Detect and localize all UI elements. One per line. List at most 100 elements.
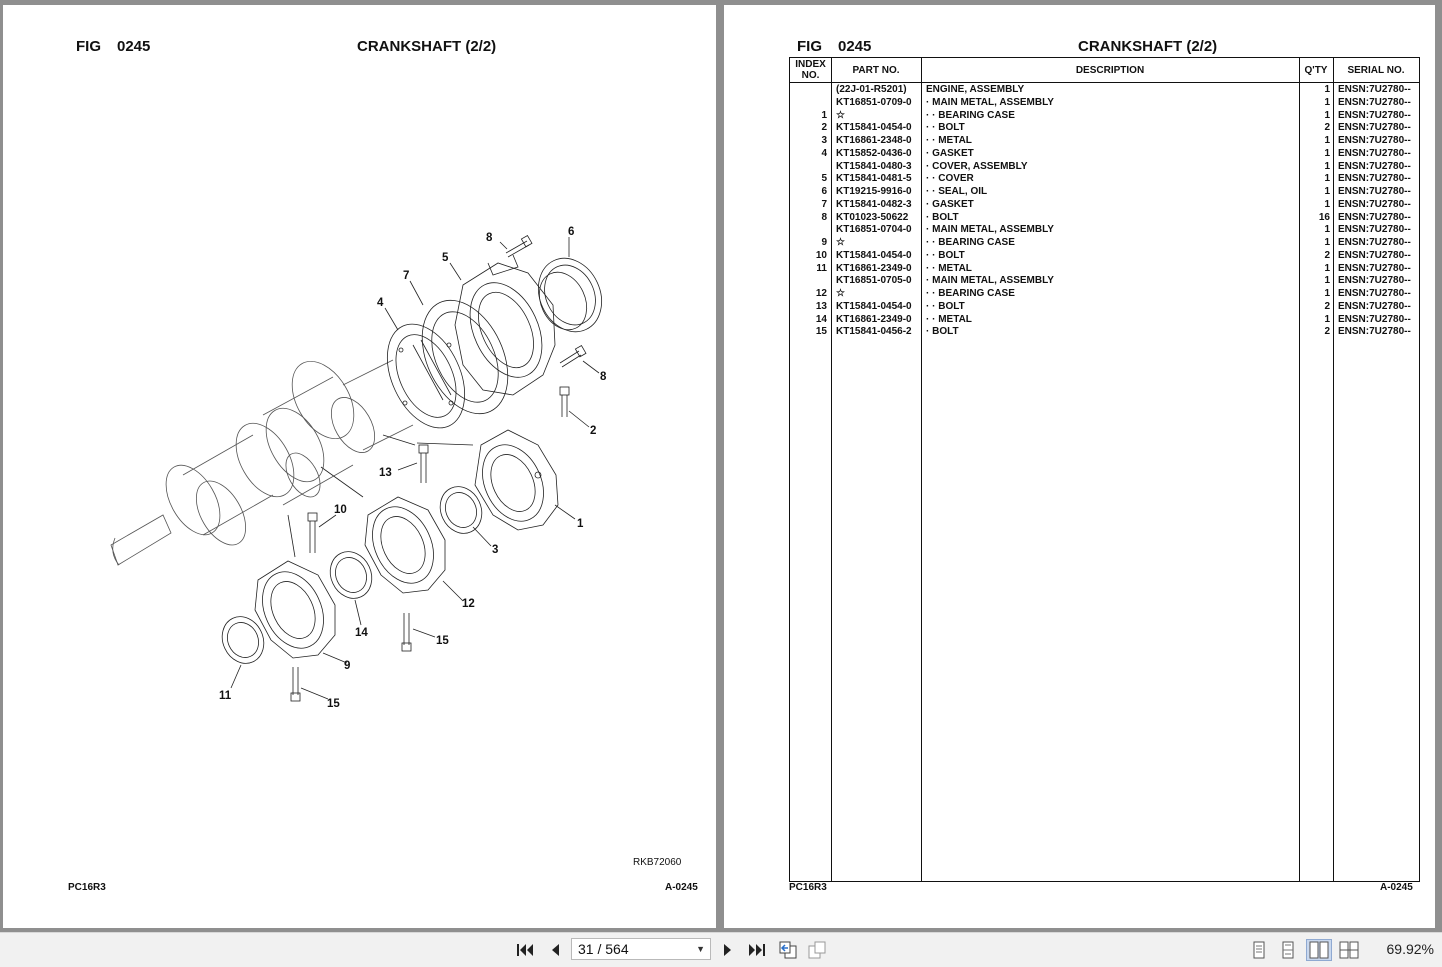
continuous-icon: [1282, 941, 1294, 959]
parts-table: INDEX NO. PART NO. DESCRIPTION Q'TY SERI…: [789, 57, 1420, 882]
description-cell: · · BEARING CASE: [926, 109, 1015, 121]
next-page-button[interactable]: [717, 939, 739, 961]
qty-cell: 1: [1324, 96, 1330, 108]
prev-page-icon: [552, 944, 559, 956]
part-no-cell: ☆: [836, 109, 845, 121]
last-page-button[interactable]: [746, 939, 768, 961]
serial-no-cell: ENSN:7U2780--: [1338, 135, 1411, 146]
index-cell: 5: [821, 173, 827, 185]
serial-no-cell: ENSN:7U2780--: [1338, 326, 1411, 338]
next-view-button[interactable]: [806, 939, 828, 961]
page-number-input[interactable]: 31 / 564 ▼: [571, 938, 711, 960]
bolt-10-drawing: [307, 512, 318, 553]
description-cell: · · COVER: [926, 173, 974, 185]
leader-lines: [230, 237, 600, 700]
single-page-view-button[interactable]: [1248, 939, 1270, 961]
qty-cell: 1: [1324, 186, 1330, 197]
part-no-cell: KT15841-0456-2: [836, 326, 912, 338]
previous-page-button[interactable]: [544, 939, 566, 961]
callout-2: 2: [590, 425, 596, 437]
qty-cell: 1: [1324, 160, 1330, 172]
serial-no-cell: ENSN:7U2780--: [1338, 211, 1411, 223]
part-no-cell: KT16851-0709-0: [836, 96, 912, 108]
part-no-cell: KT19215-9916-0: [836, 186, 912, 197]
bolt-15-bottom-drawing: [290, 667, 301, 702]
facing-view-button[interactable]: [1306, 939, 1332, 961]
continuous-view-button[interactable]: [1277, 939, 1299, 961]
model-code: PC16R3: [789, 882, 827, 893]
description-cell: · · BOLT: [926, 300, 965, 312]
part-no-cell: KT16851-0705-0: [836, 275, 912, 287]
continuous-facing-view-button[interactable]: [1338, 939, 1360, 961]
fig-label: FIG: [76, 38, 101, 55]
description-cell: ENGINE, ASSEMBLY: [926, 84, 1025, 95]
part-no-cell: KT15852-0436-0: [836, 147, 912, 159]
index-cell: 9: [821, 237, 827, 248]
drawing-reference: RKB72060: [633, 857, 682, 868]
qty-cell: 1: [1324, 313, 1330, 325]
right-page: FIG 0245 CRANKSHAFT (2/2) INDEX NO. PART…: [724, 5, 1435, 928]
callout-13: 13: [379, 467, 392, 479]
index-cell: 7: [821, 198, 827, 210]
callout-4: 4: [377, 297, 384, 309]
first-page-icon: [517, 944, 533, 956]
serial-no-cell: ENSN:7U2780--: [1338, 122, 1411, 134]
serial-no-cell: ENSN:7U2780--: [1338, 186, 1411, 197]
first-page-button[interactable]: [514, 939, 536, 961]
single-page-icon: [1253, 941, 1265, 959]
part-no-cell: KT15841-0454-0: [836, 300, 912, 312]
qty-cell: 2: [1324, 122, 1330, 134]
fig-number: 0245: [117, 38, 151, 55]
description-cell: · GASKET: [926, 147, 974, 159]
qty-cell: 2: [1324, 249, 1330, 261]
qty-cell: 1: [1324, 237, 1330, 248]
index-cell: 11: [816, 262, 827, 274]
serial-no-cell: ENSN:7U2780--: [1338, 96, 1411, 108]
qty-cell: 1: [1324, 173, 1330, 185]
index-cell: 14: [815, 313, 827, 325]
header-index: INDEX NO.: [795, 59, 826, 81]
crankshaft-drawing: [110, 359, 414, 566]
index-cell: 13: [815, 300, 827, 312]
fig-label: FIG: [797, 38, 822, 55]
qty-cell: 1: [1324, 262, 1330, 274]
description-cell: · BOLT: [926, 326, 959, 338]
qty-cell: 1: [1324, 147, 1330, 159]
gasket-7-drawing: [421, 299, 509, 415]
serial-no-cell: ENSN:7U2780--: [1338, 313, 1411, 325]
serial-no-cell: ENSN:7U2780--: [1338, 224, 1411, 236]
callout-11: 11: [219, 690, 232, 702]
serial-no-cell: ENSN:7U2780--: [1338, 288, 1411, 299]
viewer-toolbar: 31 / 564 ▼ 69.92%: [0, 932, 1442, 967]
part-no-cell: KT15841-0481-5: [836, 173, 912, 185]
page-title: CRANKSHAFT (2/2): [1078, 38, 1218, 55]
table-row: KT16851-0709-0 · MAIN METAL, ASSEMBLY 1 ENS…: [790, 97, 1419, 110]
zoom-level[interactable]: 69.92%: [1386, 941, 1434, 957]
serial-no-cell: ENSN:7U2780--: [1338, 84, 1411, 95]
description-cell: · · SEAL, OIL: [926, 186, 988, 197]
description-cell: · · BOLT: [926, 122, 965, 134]
description-cell: · MAIN METAL, ASSEMBLY: [926, 96, 1054, 108]
callout-8-top: 8: [486, 232, 493, 244]
serial-no-cell: ENSN:7U2780--: [1338, 147, 1411, 159]
callout-14: 14: [355, 627, 368, 639]
serial-no-cell: ENSN:7U2780--: [1338, 237, 1411, 248]
previous-view-button[interactable]: [777, 939, 799, 961]
serial-no-cell: ENSN:7U2780--: [1338, 249, 1411, 261]
description-cell: · · METAL: [926, 262, 972, 274]
page-code: A-0245: [1380, 882, 1413, 893]
metal-11-drawing: [221, 616, 265, 664]
part-no-cell: (22J-01-R5201): [836, 84, 907, 95]
